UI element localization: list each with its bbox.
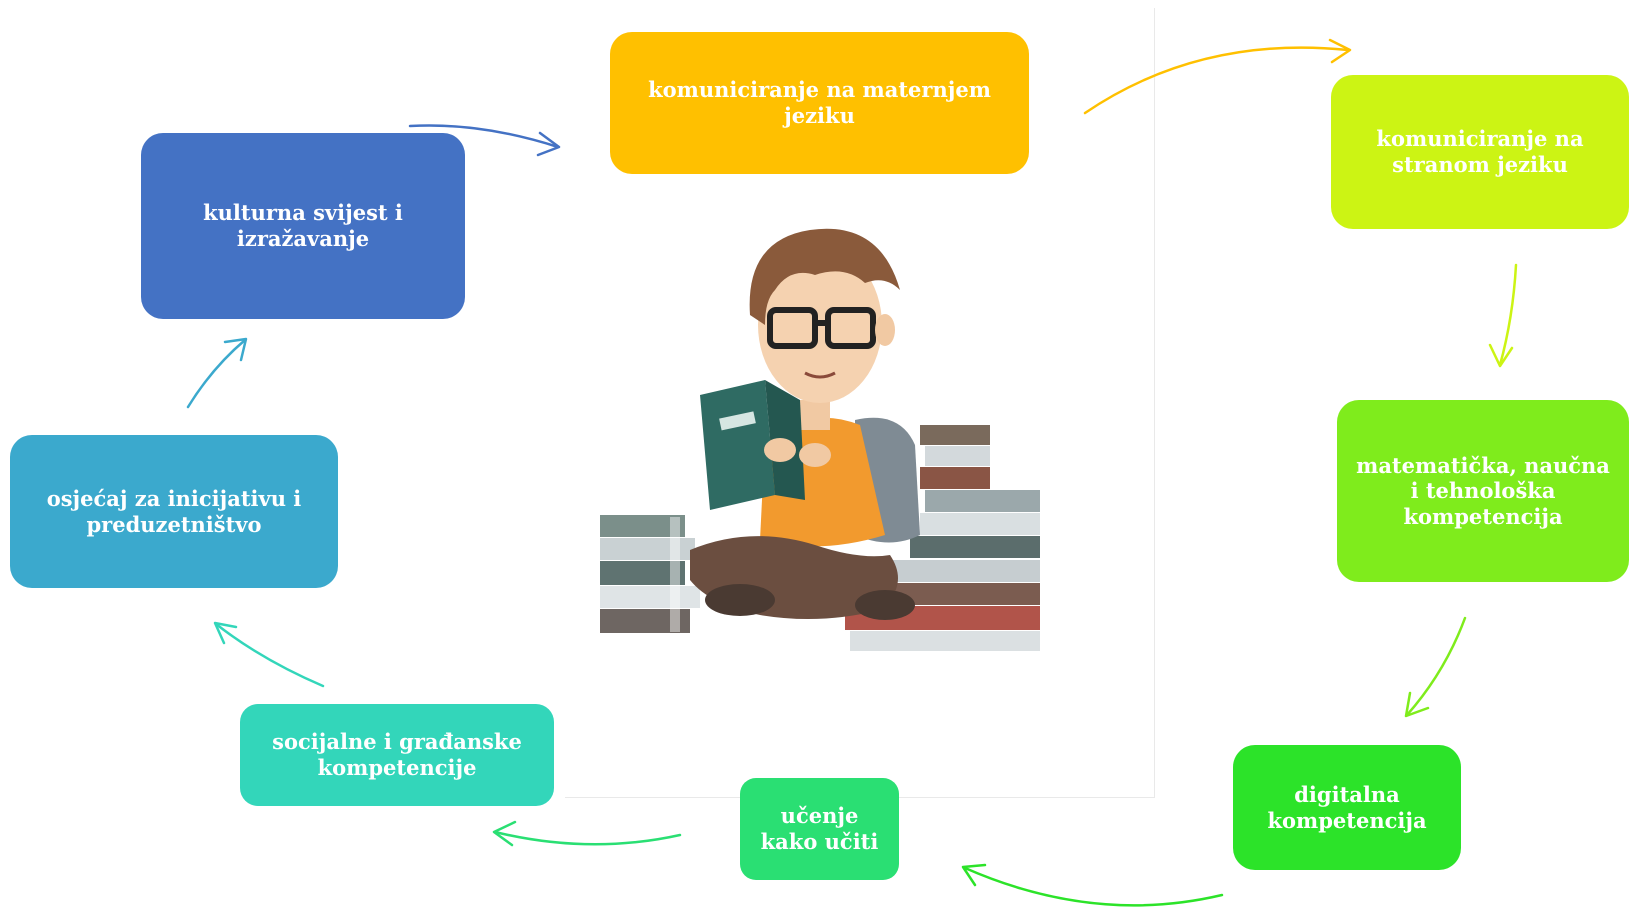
arrow-inicijativa-to-kulturna — [186, 337, 248, 409]
arrow-strani-to-matematicka — [1488, 263, 1518, 368]
node-strani-jezik: komuniciranje na stranom jeziku — [1331, 75, 1629, 229]
node-ucenje-kako-uciti: učenje kako učiti — [740, 778, 899, 880]
node-kulturna-svijest: kulturna svijest i izražavanje — [141, 133, 465, 319]
student-hair — [749, 228, 900, 325]
glasses — [767, 307, 876, 349]
node-maternji-jezik: komuniciranje na maternjem jeziku — [610, 32, 1029, 174]
node-matematicka-kompetencija: matematička, naučna i tehnološka kompete… — [1337, 400, 1629, 582]
node-label: komuniciranje na maternjem jeziku — [648, 77, 991, 128]
arrow-digitalna-to-ucenje — [961, 863, 1224, 907]
node-label: kulturna svijest i izražavanje — [203, 200, 403, 251]
arrow-socijalne-to-inicijativa — [213, 621, 325, 688]
node-label: socijalne i građanske kompetencije — [272, 729, 522, 780]
node-label: učenje kako učiti — [760, 803, 879, 854]
left-book-stack — [600, 515, 700, 633]
node-label: digitalna kompetencija — [1267, 781, 1427, 833]
node-label: komuniciranje na stranom jeziku — [1376, 126, 1584, 177]
node-inicijativa-preduzetnistvo: osjećaj za inicijativu i preduzetništvo — [10, 435, 338, 588]
arrow-ucenje-to-socijalne — [492, 820, 682, 847]
node-digitalna-kompetencija: digitalna kompetencija — [1233, 745, 1461, 870]
node-label: osjećaj za inicijativu i preduzetništvo — [46, 485, 302, 537]
node-label: matematička, naučna i tehnološka kompete… — [1356, 452, 1610, 529]
student-reading-illustration — [600, 228, 1040, 651]
node-socijalne-kompetencije: socijalne i građanske kompetencije — [240, 704, 554, 806]
arrow-matematicka-to-digitalna — [1404, 616, 1467, 718]
